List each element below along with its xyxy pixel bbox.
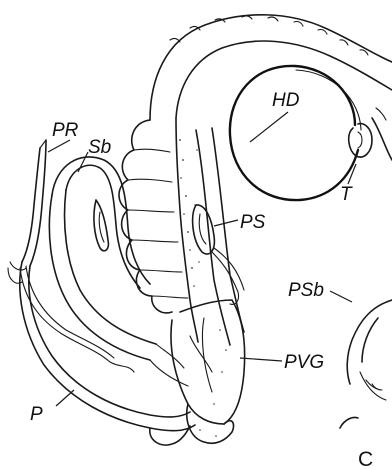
label-p: P	[30, 404, 43, 425]
label-hd: HD	[272, 90, 300, 111]
convoluted-gland	[119, 118, 200, 342]
label-psb: PSb	[288, 280, 324, 301]
psb-partial-figure	[340, 300, 392, 428]
label-sb: Sb	[88, 137, 111, 158]
label-c: C	[358, 448, 373, 470]
hermaphrodite-duct	[150, 15, 392, 200]
label-pr: PR	[52, 120, 79, 141]
pvg-mass	[150, 300, 245, 445]
label-t: T	[340, 184, 353, 205]
label-ps: PS	[240, 212, 266, 233]
label-pvg: PVG	[284, 352, 324, 373]
penis-body	[8, 140, 195, 431]
